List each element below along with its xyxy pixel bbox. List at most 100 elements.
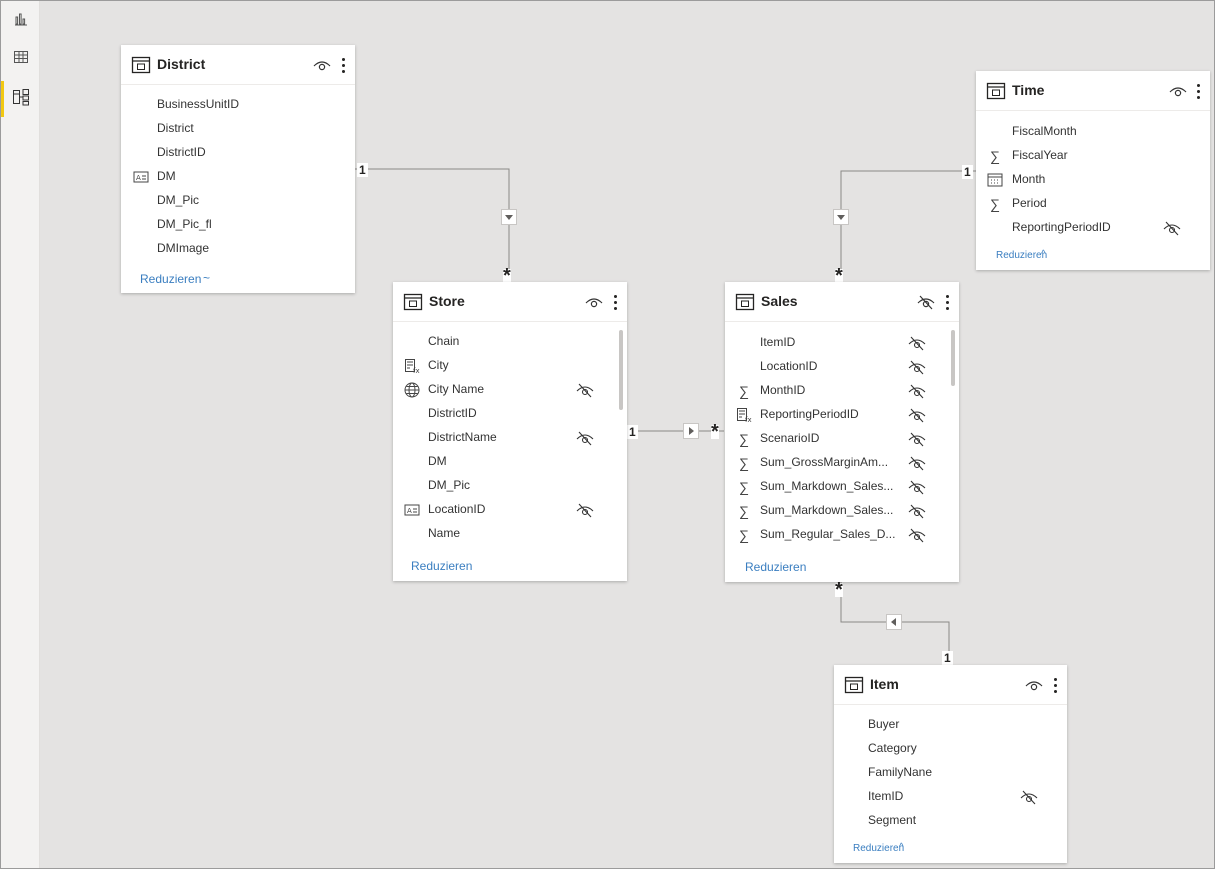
scrollbar[interactable] — [951, 330, 955, 386]
field-row[interactable]: District — [121, 117, 355, 141]
eye-hidden-icon[interactable] — [576, 382, 594, 398]
more-options-icon[interactable] — [610, 292, 620, 312]
field-row[interactable]: ItemID — [725, 331, 959, 355]
scrollbar[interactable] — [619, 330, 623, 410]
field-name: Sum_GrossMarginAm... — [760, 455, 889, 469]
sigma-icon: ∑ — [739, 431, 749, 447]
field-name: District — [157, 121, 194, 135]
eye-hidden-icon[interactable] — [908, 335, 926, 351]
more-options-icon[interactable] — [338, 55, 348, 75]
report-view-button[interactable] — [1, 1, 40, 37]
field-row[interactable]: ∑ Sum_Regular_Sales_D... — [725, 523, 959, 547]
table-card-sales[interactable]: Sales ItemID LocationID ∑ MonthID fx Rep… — [725, 282, 959, 582]
field-row[interactable]: ∑ FiscalYear — [976, 144, 1210, 168]
field-row[interactable]: Buyer — [834, 713, 1067, 737]
field-row[interactable]: DM_Pic_fl — [121, 213, 355, 237]
table-icon — [844, 676, 864, 694]
rel-store-one: 1 — [627, 425, 638, 439]
more-options-icon[interactable] — [942, 292, 952, 312]
rel-item-sales-direction[interactable] — [886, 614, 902, 630]
field-row[interactable]: DM_Pic — [393, 474, 627, 498]
field-row[interactable]: A LocationID — [393, 498, 627, 522]
field-row[interactable]: Name — [393, 522, 627, 546]
field-row[interactable]: ∑ Sum_GrossMarginAm... — [725, 451, 959, 475]
field-row[interactable]: Chain — [393, 330, 627, 354]
field-row[interactable]: DM_Pic — [121, 189, 355, 213]
more-options-icon[interactable] — [1193, 81, 1203, 101]
field-row[interactable]: DMImage — [121, 237, 355, 261]
field-row[interactable]: DM — [393, 450, 627, 474]
rel-time-sales-direction[interactable] — [833, 209, 849, 225]
rel-district-store-direction[interactable] — [501, 209, 517, 225]
field-name: DistrictName — [428, 430, 497, 444]
eye-hidden-icon[interactable] — [576, 502, 594, 518]
collapse-link[interactable]: Reduzieren — [853, 843, 905, 854]
field-row[interactable]: A DM — [121, 165, 355, 189]
card-header[interactable]: Sales — [725, 282, 959, 322]
collapse-link[interactable]: Reduzieren — [996, 250, 1048, 261]
collapse-link[interactable]: Reduzieren — [140, 272, 202, 286]
field-name: Period — [1012, 196, 1047, 210]
field-name: Name — [428, 526, 461, 540]
card-header[interactable]: Time — [976, 71, 1210, 111]
field-row[interactable]: FamilyNane — [834, 761, 1067, 785]
eye-hidden-icon[interactable] — [908, 455, 926, 471]
field-row[interactable]: BusinessUnitID — [121, 93, 355, 117]
eye-hidden-icon[interactable] — [908, 359, 926, 375]
collapse-link[interactable]: Reduzieren — [411, 559, 473, 573]
field-row[interactable]: Segment — [834, 809, 1067, 833]
field-name: Buyer — [868, 717, 900, 731]
model-view-button[interactable] — [1, 79, 40, 117]
eye-icon[interactable] — [313, 57, 331, 73]
eye-hidden-icon[interactable] — [908, 431, 926, 447]
rel-store-sales-direction[interactable] — [683, 423, 699, 439]
collapse-link[interactable]: Reduzieren — [745, 560, 807, 574]
rel-time-one: 1 — [962, 165, 973, 179]
field-row[interactable]: ReportingPeriodID — [976, 216, 1210, 240]
table-card-district[interactable]: District BusinessUnitID District Distric… — [121, 45, 355, 293]
eye-hidden-icon[interactable] — [576, 430, 594, 446]
field-row[interactable]: ItemID — [834, 785, 1067, 809]
table-card-item[interactable]: Item Buyer Category FamilyNane ItemID Se… — [834, 665, 1067, 863]
field-row[interactable]: Category — [834, 737, 1067, 761]
field-row[interactable]: DistrictID — [121, 141, 355, 165]
field-name: BusinessUnitID — [157, 97, 240, 111]
eye-icon[interactable] — [1025, 677, 1043, 693]
card-header[interactable]: Item — [834, 665, 1067, 705]
field-row[interactable]: ∑ MonthID — [725, 379, 959, 403]
eye-hidden-icon[interactable] — [908, 503, 926, 519]
field-row[interactable]: fx ReportingPeriodID — [725, 403, 959, 427]
model-diagram-icon — [12, 89, 29, 106]
eye-icon[interactable] — [585, 294, 603, 310]
eye-hidden-icon[interactable] — [908, 407, 926, 423]
field-row[interactable]: ∑ ScenarioID — [725, 427, 959, 451]
card-header[interactable]: District — [121, 45, 355, 85]
data-view-button[interactable] — [1, 39, 40, 75]
field-row[interactable]: DistrictName — [393, 426, 627, 450]
eye-hidden-icon[interactable] — [917, 294, 935, 310]
table-card-time[interactable]: Time FiscalMonth ∑ FiscalYear Month ∑ Pe… — [976, 71, 1210, 270]
more-options-icon[interactable] — [1050, 675, 1060, 695]
field-name: ScenarioID — [760, 431, 820, 445]
eye-hidden-icon[interactable] — [908, 479, 926, 495]
field-row[interactable]: LocationID — [725, 355, 959, 379]
model-canvas[interactable]: 1 * 1 * 1 * * 1 District BusinessUnitID … — [40, 1, 1214, 868]
field-row[interactable]: ∑ Sum_Markdown_Sales... — [725, 499, 959, 523]
field-row[interactable]: fx City — [393, 354, 627, 378]
field-row[interactable]: FiscalMonth — [976, 120, 1210, 144]
field-row[interactable]: ∑ Sum_Markdown_Sales... — [725, 475, 959, 499]
eye-hidden-icon[interactable] — [1020, 789, 1038, 805]
table-card-store[interactable]: Store Chain fx City City Name DistrictID… — [393, 282, 627, 581]
card-header[interactable]: Store — [393, 282, 627, 322]
table-icon — [986, 82, 1006, 100]
field-row[interactable]: Month — [976, 168, 1210, 192]
eye-hidden-icon[interactable] — [908, 527, 926, 543]
eye-icon[interactable] — [1169, 83, 1187, 99]
svg-text:A: A — [407, 507, 412, 515]
field-row[interactable]: City Name — [393, 378, 627, 402]
table-grid-icon — [13, 51, 28, 63]
eye-hidden-icon[interactable] — [908, 383, 926, 399]
field-row[interactable]: ∑ Period — [976, 192, 1210, 216]
field-row[interactable]: DistrictID — [393, 402, 627, 426]
eye-hidden-icon[interactable] — [1163, 220, 1181, 236]
